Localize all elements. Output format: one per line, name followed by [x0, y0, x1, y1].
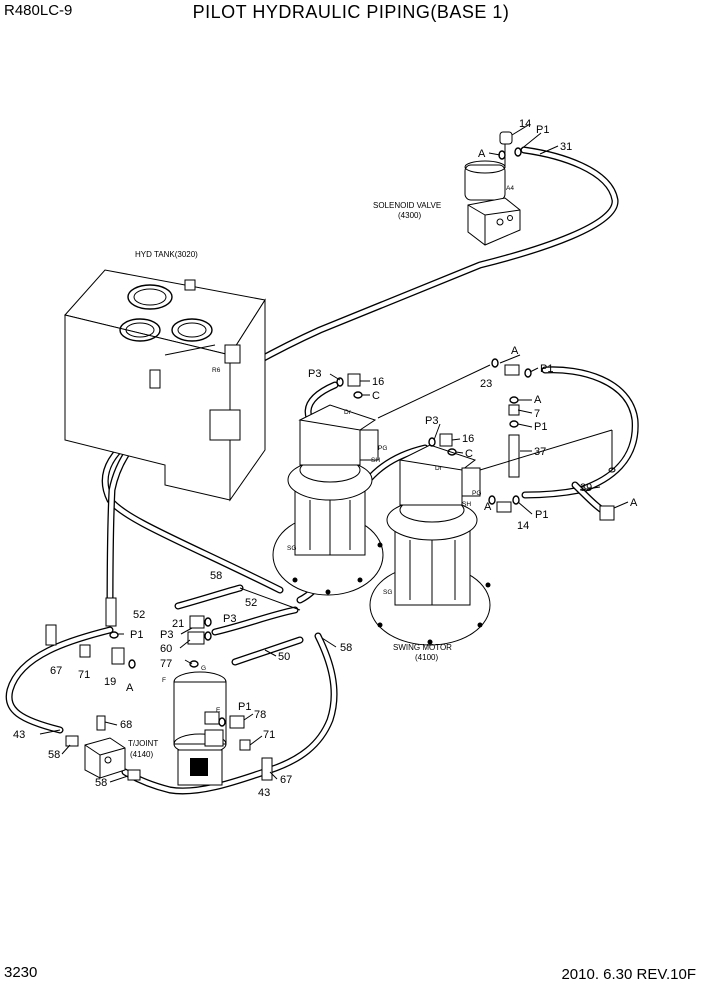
callout-50: 50 — [278, 651, 290, 663]
swing-motor-1 — [272, 404, 384, 596]
callout-16-a: 16 — [372, 376, 384, 388]
callout-c-b: C — [465, 448, 473, 460]
tank-port-r6: R6 — [212, 367, 221, 374]
callout-7: 7 — [534, 408, 540, 420]
port-dr-2: Dr — [435, 465, 443, 472]
callout-p3-a: P3 — [308, 368, 321, 380]
callout-16-b: 16 — [462, 433, 474, 445]
callout-60: 60 — [160, 643, 172, 655]
swing-motor-code: (4100) — [415, 653, 438, 662]
solenoid-valve-label: SOLENOID VALVE — [373, 201, 441, 210]
callout-p1-g: P1 — [238, 701, 251, 713]
callout-58-d: 58 — [95, 777, 107, 789]
callout-43-a: 43 — [13, 729, 25, 741]
callout-p3-c: P3 — [223, 613, 236, 625]
callout-37: 37 — [534, 446, 546, 458]
page-number: 3230 — [4, 964, 38, 981]
joint-port-g: G — [201, 665, 206, 672]
port-sh-2: SH — [462, 501, 471, 508]
callout-52-b: 52 — [245, 597, 257, 609]
callout-c-a: C — [372, 390, 380, 402]
callout-a-top: A — [478, 148, 486, 160]
callout-a-d: A — [630, 497, 638, 509]
port-sh-1: SH — [371, 457, 380, 464]
leader-lines — [39, 123, 629, 783]
callout-67-a: 67 — [50, 665, 62, 677]
callout-p1-c: P1 — [534, 421, 547, 433]
hyd-tank-label: HYD TANK(3020) — [135, 250, 198, 259]
callout-31: 31 — [560, 141, 572, 153]
swing-motor-2 — [369, 444, 491, 646]
callout-58-a: 58 — [210, 570, 222, 582]
callout-19: 19 — [104, 676, 116, 688]
callouts: 14 P1 A 31 A P1 23 A 7 P1 37 39 A A P1 1… — [13, 118, 638, 799]
solenoid-valve-code: (4300) — [398, 211, 421, 220]
joint-port-f: F — [162, 677, 166, 684]
solenoid-port-a4: A4 — [506, 185, 514, 192]
callout-21: 21 — [172, 618, 184, 630]
callout-a-b: A — [511, 345, 519, 357]
callout-58-b: 58 — [340, 642, 352, 654]
callout-14-mid: 14 — [517, 520, 529, 532]
callout-p1-b: P1 — [540, 363, 553, 375]
callout-58-c: 58 — [48, 749, 60, 761]
swing-motor-label: SWING MOTOR — [393, 643, 452, 652]
callout-52-a: 52 — [133, 609, 145, 621]
callout-71-b: 71 — [263, 729, 275, 741]
callout-a-c: A — [534, 394, 542, 406]
callout-p1-f: P1 — [130, 629, 143, 641]
page-title: PILOT HYDRAULIC PIPING(BASE 1) — [192, 2, 510, 22]
callout-67-b: 67 — [280, 774, 292, 786]
callout-77: 77 — [160, 658, 172, 670]
port-pg-1: PG — [378, 445, 387, 452]
callout-a-f: A — [126, 682, 134, 694]
callout-71-a: 71 — [78, 669, 90, 681]
callout-a-e: A — [484, 501, 492, 513]
callout-p3-d: P3 — [160, 629, 173, 641]
port-pg-2: PG — [472, 490, 481, 497]
tjoint-manifold — [84, 737, 126, 779]
hyd-tank — [64, 269, 266, 502]
port-sg-1: SG — [287, 545, 296, 552]
tjoint-label: T/JOINT — [128, 739, 158, 748]
revision-date: 2010. 6.30 REV.10F — [561, 966, 696, 983]
callout-78: 78 — [254, 709, 266, 721]
callout-43-b: 43 — [258, 787, 270, 799]
port-dr-1: Dr — [344, 409, 352, 416]
turning-joint — [173, 631, 227, 786]
callout-23: 23 — [480, 378, 492, 390]
callout-68: 68 — [120, 719, 132, 731]
callout-14-top: 14 — [519, 118, 531, 130]
port-sg-2: SG — [383, 589, 392, 596]
tjoint-code: (4140) — [130, 750, 153, 759]
callout-p3-b: P3 — [425, 415, 438, 427]
model-number: R480LC-9 — [4, 2, 73, 19]
solenoid-valve — [464, 131, 521, 246]
joint-port-e: E — [216, 707, 221, 714]
callout-p1-top: P1 — [536, 124, 549, 136]
callout-39: 39 — [580, 482, 592, 494]
callout-p1-e: P1 — [535, 509, 548, 521]
